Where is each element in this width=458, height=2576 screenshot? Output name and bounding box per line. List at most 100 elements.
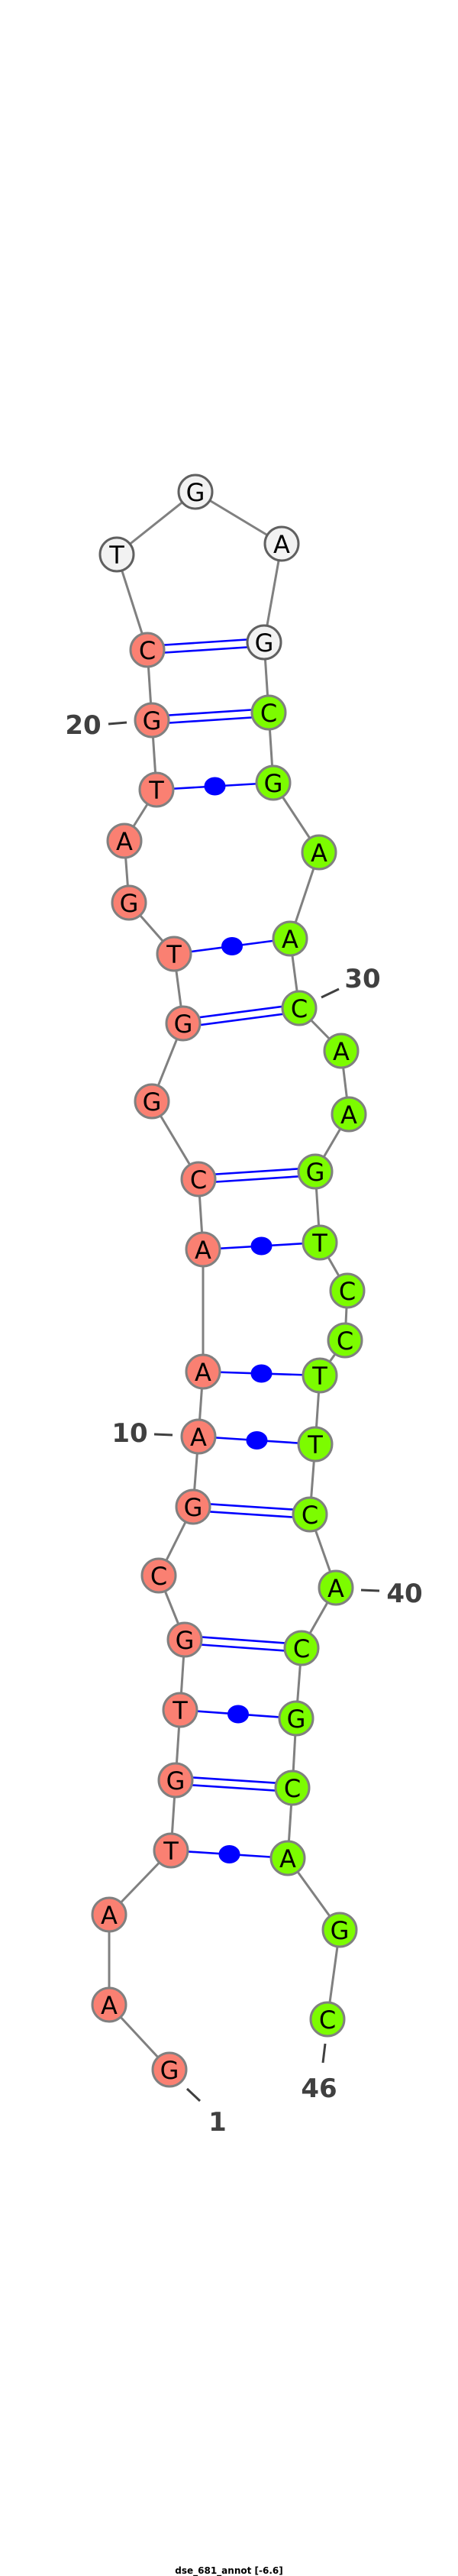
- nucleotide-circle: [129, 632, 166, 668]
- wobble-pair-dot: [204, 777, 226, 796]
- nucleotide-6: T: [162, 1692, 198, 1728]
- nucleotide-letter: G: [184, 1493, 203, 1522]
- nucleotide-circle: [177, 474, 214, 510]
- base-pair-layer: [147, 637, 321, 1863]
- base-pair-20-26: [151, 707, 269, 726]
- pair-bond-line: [175, 1783, 292, 1793]
- base-pair-15-30: [182, 1003, 300, 1029]
- nucleotide-18: A: [106, 823, 143, 859]
- nucleotide-27: G: [255, 764, 292, 801]
- pair-bond-line: [147, 645, 265, 655]
- nucleotide-circle: [331, 1096, 367, 1133]
- nucleotide-letter: C: [291, 994, 308, 1023]
- pair-bond-line: [183, 1010, 300, 1029]
- position-tick: [321, 2043, 327, 2064]
- nucleotide-letter: C: [293, 1634, 310, 1663]
- nucleotide-letter: G: [143, 1088, 162, 1117]
- wobble-pair-dot: [246, 1431, 268, 1450]
- position-label-10: 10: [111, 1418, 173, 1449]
- pair-bond-line: [182, 1003, 299, 1021]
- position-tick: [185, 2087, 202, 2102]
- nucleotide-38: T: [297, 1426, 334, 1463]
- position-tick: [108, 721, 127, 726]
- nucleotide-letter: G: [331, 1916, 350, 1945]
- nucleotide-letter: C: [302, 1501, 318, 1530]
- nucleotide-5: G: [157, 1762, 194, 1799]
- nucleotide-letter: A: [116, 827, 133, 856]
- position-number: 30: [344, 964, 380, 994]
- nucleotide-circle: [185, 1231, 221, 1268]
- nucleotide-36: C: [327, 1322, 363, 1359]
- nucleotide-28: A: [301, 834, 337, 871]
- nucleotide-circle: [165, 1005, 202, 1042]
- nucleotide-letter: G: [186, 478, 205, 507]
- nucleotide-3: A: [91, 1896, 127, 1933]
- nucleotide-circle: [153, 1832, 189, 1869]
- nucleotide-circle: [309, 2001, 346, 2038]
- base-pair-9-39: [192, 1501, 311, 1520]
- nucleotide-8: C: [140, 1557, 177, 1594]
- nucleotide-letter: C: [150, 1562, 167, 1591]
- nucleotide-letter: G: [120, 889, 139, 918]
- nucleotide-45: G: [321, 1912, 358, 1948]
- nucleotide-letter: G: [174, 1010, 193, 1039]
- position-label-1: 1: [185, 2087, 227, 2138]
- nucleotide-20: G: [134, 702, 170, 739]
- base-pair-16-29: [173, 937, 291, 955]
- nucleotide-9: G: [175, 1488, 211, 1525]
- pair-bond-line: [192, 1509, 310, 1520]
- nucleotide-letter: G: [143, 706, 162, 735]
- nucleotide-circle: [250, 694, 287, 731]
- position-tick: [153, 1433, 173, 1437]
- nucleotide-circle: [151, 2051, 188, 2088]
- nucleotide-circle: [180, 1161, 217, 1198]
- nucleotide-circle: [302, 1224, 338, 1261]
- nucleotide-letter: G: [264, 769, 283, 798]
- nucleotide-circle: [301, 834, 337, 871]
- nucleotide-7: G: [166, 1621, 203, 1658]
- base-pair-12-34: [202, 1236, 321, 1256]
- nucleotide-31: A: [323, 1033, 360, 1069]
- nucleotide-13: C: [180, 1161, 217, 1198]
- nucleotide-letter: T: [307, 1430, 323, 1459]
- pair-bond-line: [152, 715, 269, 726]
- nucleotide-42: G: [278, 1700, 314, 1737]
- base-pair-4-44: [170, 1845, 289, 1863]
- nucleotide-letter: G: [255, 629, 274, 658]
- position-number: 46: [301, 2073, 337, 2104]
- nucleotide-circle: [327, 1322, 363, 1359]
- nucleotide-circle: [297, 1426, 334, 1463]
- nucleotide-circle: [281, 990, 318, 1026]
- nucleotide-circle: [263, 525, 300, 562]
- nucleotide-letter: A: [333, 1037, 350, 1066]
- nucleotide-letter: A: [279, 1844, 296, 1873]
- nucleotide-11: A: [185, 1353, 221, 1390]
- wobble-pair-dot: [250, 1236, 273, 1256]
- nucleotide-39: C: [292, 1496, 328, 1533]
- nucleotide-letter: G: [176, 1626, 195, 1655]
- nucleotide-2: A: [91, 1986, 127, 2023]
- nucleotide-circle: [302, 1357, 338, 1394]
- nucleotide-letter: C: [284, 1774, 301, 1803]
- position-label-30: 30: [321, 964, 381, 999]
- nucleotide-circle: [106, 823, 143, 859]
- nucleotide-26: C: [250, 694, 287, 731]
- nucleotide-24: A: [263, 525, 300, 562]
- base-pair-10-38: [198, 1431, 316, 1450]
- nucleotide-circle: [138, 771, 175, 808]
- nucleotide-letter: A: [101, 1991, 118, 2020]
- pair-bond-line: [176, 1775, 293, 1786]
- nucleotide-circle: [157, 1762, 194, 1799]
- wobble-pair-dot: [218, 1845, 240, 1863]
- nucleotide-circle: [269, 1840, 306, 1876]
- nucleotide-letter: C: [139, 636, 156, 665]
- nucleotide-1: G: [151, 2051, 188, 2088]
- position-number: 1: [208, 2107, 227, 2138]
- pair-bond-line: [185, 1634, 302, 1646]
- nucleotide-letter: T: [163, 1837, 179, 1866]
- position-number: 40: [386, 1579, 422, 1609]
- nucleotide-14: G: [134, 1083, 170, 1120]
- nucleotide-letter: A: [282, 925, 298, 954]
- position-number: 20: [65, 710, 101, 741]
